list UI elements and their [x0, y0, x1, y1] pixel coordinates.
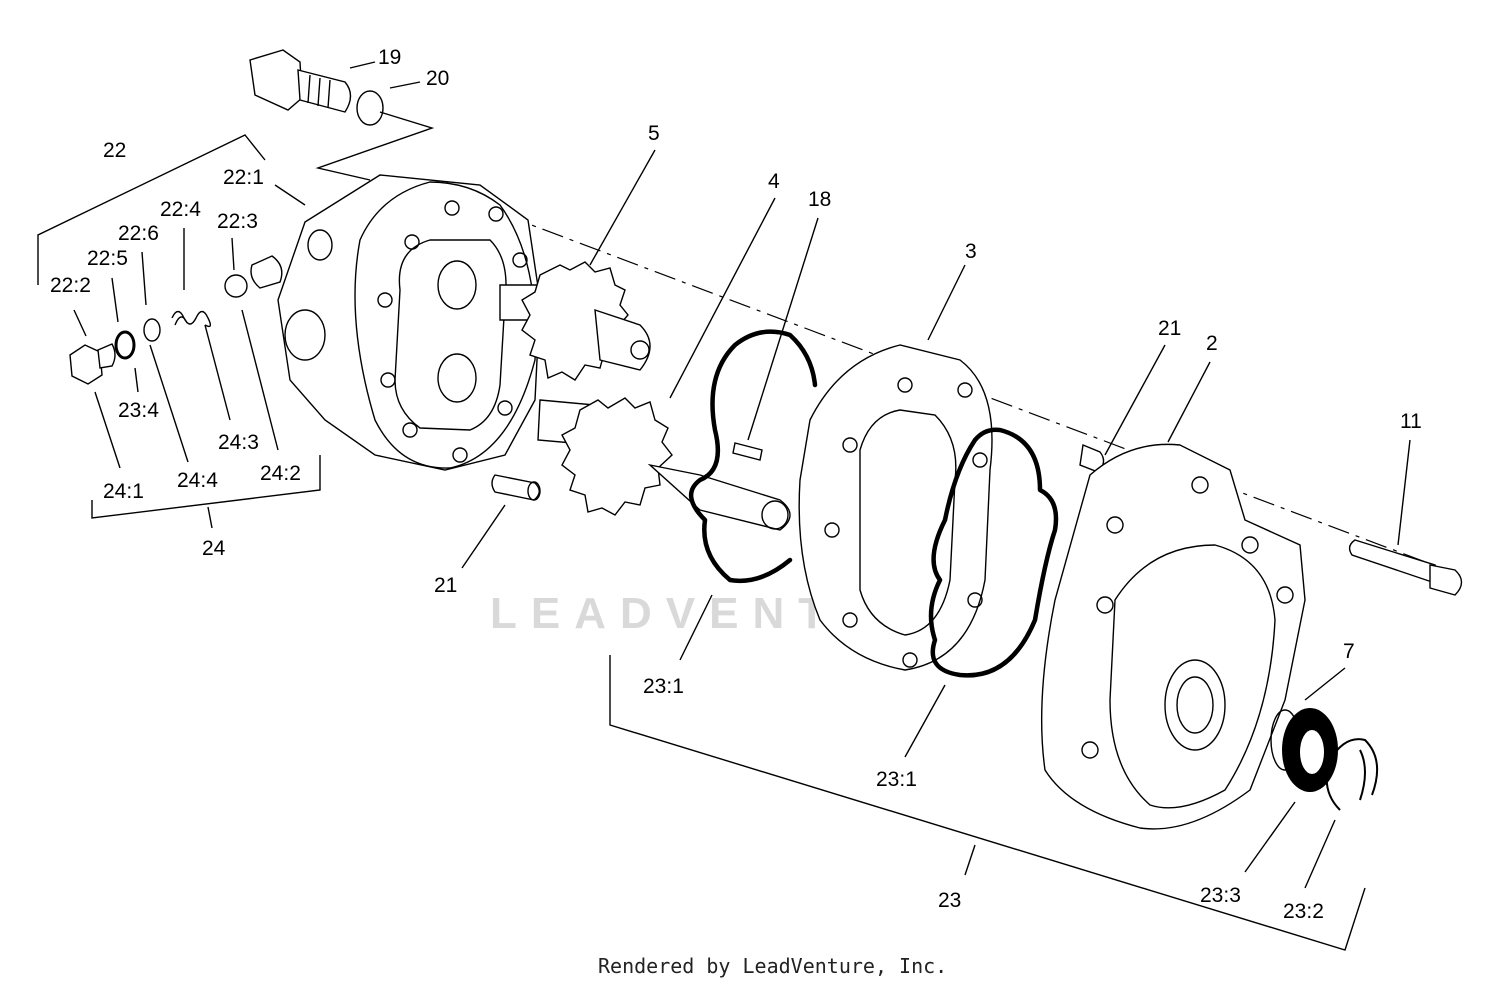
part-18-key [732, 442, 763, 461]
part-22-1-rear-housing [277, 174, 541, 471]
callout-22-4: 22:4 [160, 198, 201, 221]
callout-3: 3 [965, 240, 977, 263]
part-23-2-retaining-ring [1325, 738, 1379, 811]
part-22-3-ball [224, 274, 248, 298]
part-5-drive-gear [499, 261, 651, 381]
callout-22-2: 22:2 [50, 274, 91, 297]
part-20-oring [356, 90, 384, 126]
callout-20: 20 [426, 67, 449, 90]
part-23-1-seal-left [689, 329, 818, 583]
leader-lines [37, 61, 1411, 951]
callout-22-5: 22:5 [87, 247, 128, 270]
part-11-bolt [1348, 539, 1463, 596]
part-3-pump-body [798, 344, 993, 671]
callout-11: 11 [1400, 410, 1422, 433]
callout-22-6: 22:6 [118, 222, 159, 245]
callout-22: 22 [103, 139, 126, 162]
callout-23-1-right: 23:1 [876, 768, 917, 791]
callout-24-1: 24:1 [103, 480, 144, 503]
callout-18: 18 [808, 188, 831, 211]
callout-23-4: 23:4 [118, 399, 159, 422]
callout-22-3: 22:3 [217, 210, 258, 233]
part-4-driven-gear [537, 397, 791, 531]
callout-21-left: 21 [434, 574, 457, 597]
callout-24-3: 24:3 [218, 431, 259, 454]
part-22-2-plug [69, 343, 116, 385]
callout-23: 23 [938, 889, 961, 912]
callout-22-1: 22:1 [223, 166, 264, 189]
part-21-dowel-left [491, 474, 541, 501]
callout-24-4: 24:4 [177, 469, 218, 492]
callout-19: 19 [378, 46, 401, 69]
callout-23-2: 23:2 [1283, 900, 1324, 923]
part-23-1-seal-right [928, 427, 1059, 678]
callout-4: 4 [768, 170, 780, 193]
footer-credit: Rendered by LeadVenture, Inc. [598, 954, 947, 978]
callout-23-3: 23:3 [1200, 884, 1241, 907]
part-22-6-washer [143, 318, 161, 342]
part-22-4-spring [171, 310, 212, 328]
part-7-shaft-seal [1270, 708, 1338, 792]
callout-23-1-left: 23:1 [643, 675, 684, 698]
callout-21-right: 21 [1158, 317, 1181, 340]
callout-5: 5 [648, 122, 660, 145]
callout-2: 2 [1206, 332, 1218, 355]
part-2-front-housing [1040, 443, 1306, 830]
part-19-fitting [249, 49, 352, 113]
callout-24: 24 [202, 537, 226, 560]
callout-24-2: 24:2 [260, 462, 301, 485]
part-22-1-insert [250, 255, 283, 289]
callout-7: 7 [1343, 640, 1355, 663]
part-22-5-oring [114, 330, 136, 360]
